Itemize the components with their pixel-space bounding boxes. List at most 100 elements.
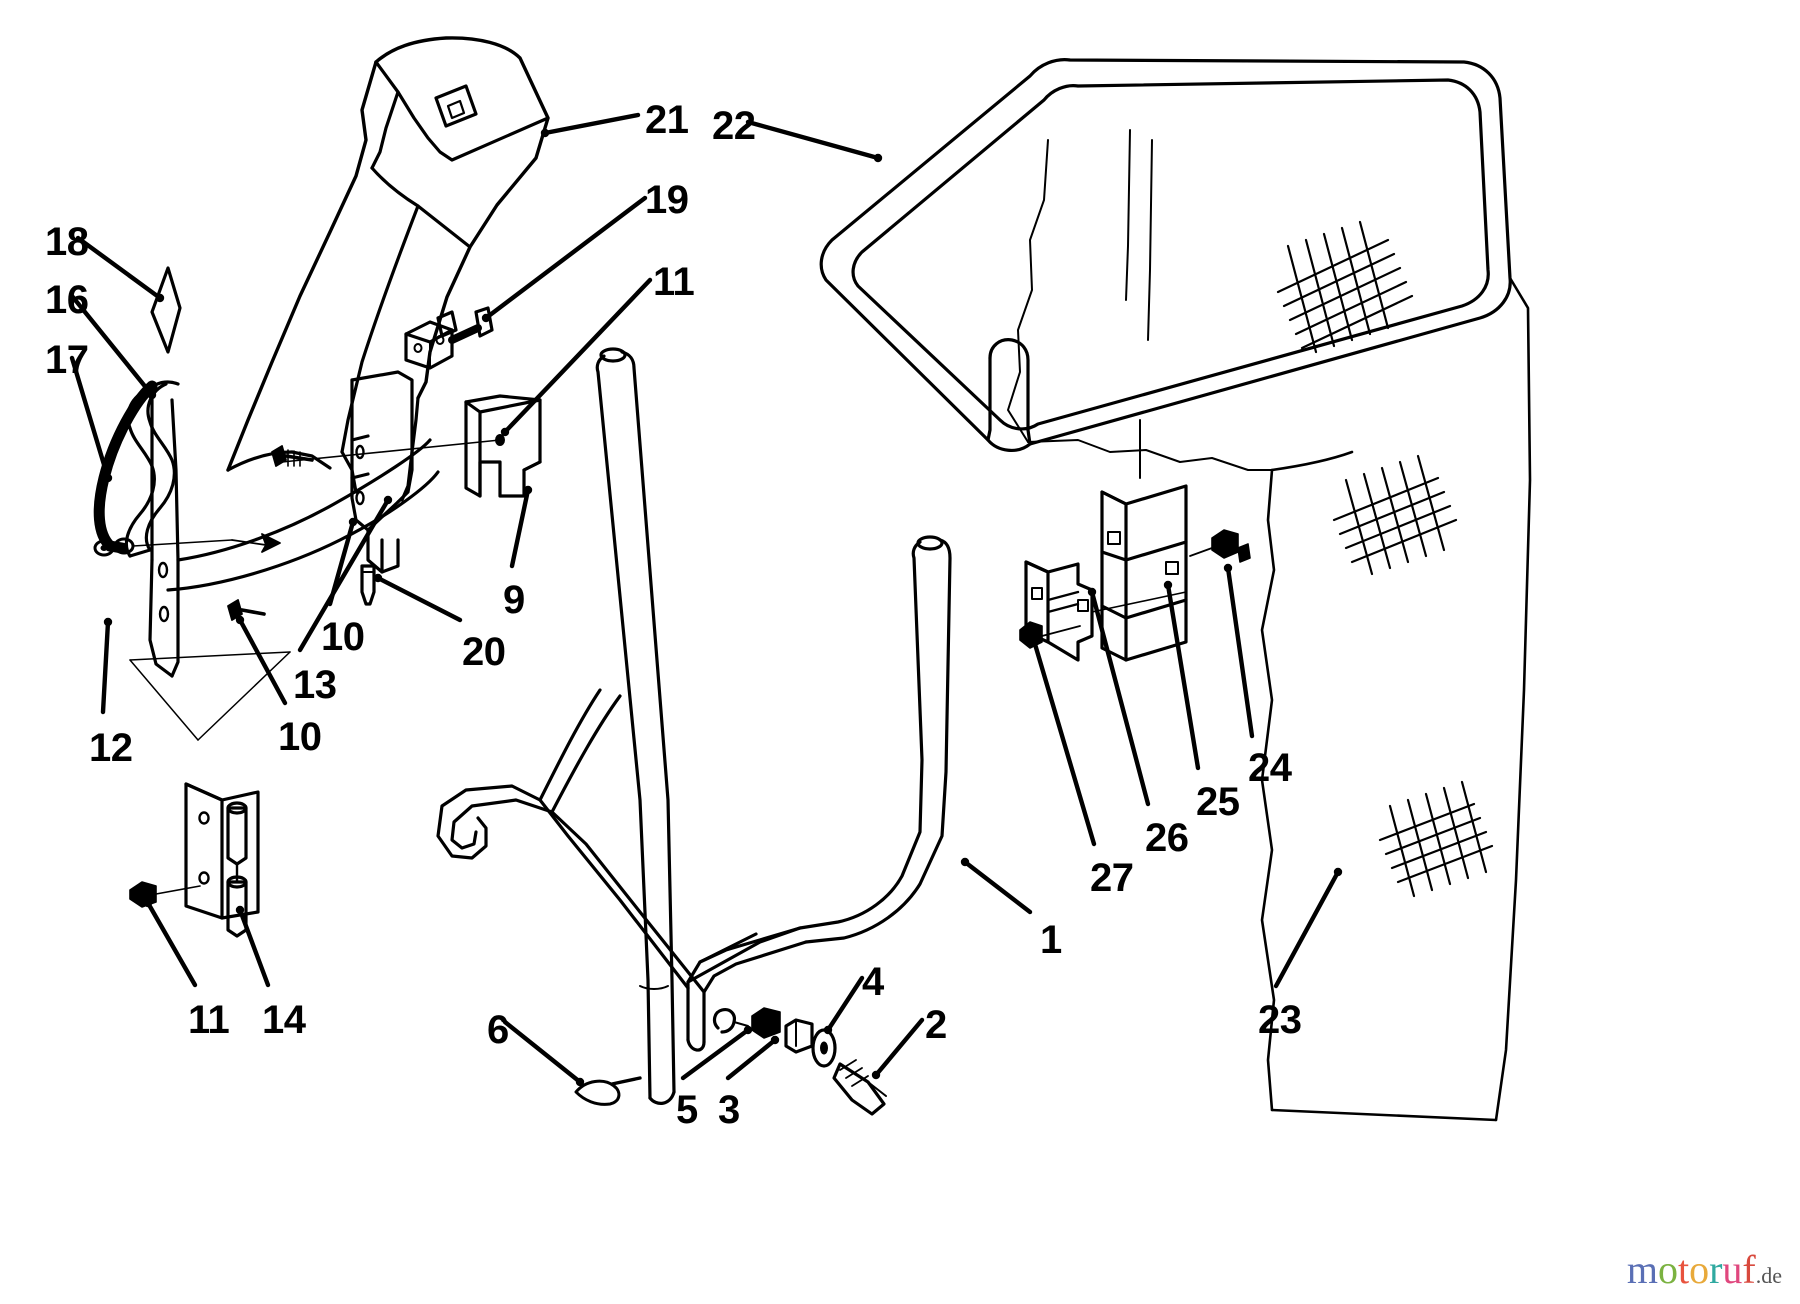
callout-11: 11 [653,260,695,304]
part-24-bolt [1189,529,1251,563]
leader-dot-17 [103,473,113,483]
leader-line-4 [825,975,865,1033]
leader-dot-10 [348,517,358,527]
leader-line-1 [962,859,1033,915]
leader-line-24 [1225,565,1255,739]
part-1-handle-frame [436,347,952,1105]
leader-dot-11b [143,898,153,908]
callout-16: 16 [45,278,89,322]
leader-dot-2 [871,1070,881,1080]
callout-18: 18 [45,220,89,264]
callout-1: 1 [1040,918,1062,962]
callout-24: 24 [1248,746,1292,790]
leader-dot-10b [235,615,245,625]
leader-dot-12 [103,617,113,627]
leader-line-22 [745,119,881,161]
leader-line-11 [502,277,653,435]
callout-20: 20 [462,630,506,674]
callout-6: 6 [487,1008,509,1052]
part-9-clip-bracket [281,394,542,498]
leader-dot-26 [1087,587,1097,597]
leader-line-17 [69,355,111,481]
leader-dot-1 [960,857,970,867]
leader-dot-3 [770,1035,780,1045]
leader-dot-25 [1163,580,1173,590]
part-21-chute [226,36,550,502]
leader-line-18 [75,235,163,301]
leader-line-25 [1165,582,1201,771]
leader-dot-27 [1027,629,1037,639]
leader-line-11b [145,900,198,988]
watermark-letter-f: f [1742,1247,1756,1292]
watermark-letter-o1: o [1657,1247,1678,1292]
leader-line-19 [483,195,648,321]
leader-dot-9 [523,485,533,495]
part-20-rivet [360,564,376,606]
callout-19: 19 [645,178,689,222]
leader-dot-18 [155,293,165,303]
part-10-screws [227,445,314,621]
callout-27: 27 [1090,856,1134,900]
leader-dot-5 [743,1025,753,1035]
leader-line-13 [297,497,391,653]
part-6-cotter-pin [574,1076,642,1106]
callout-10: 10 [321,615,365,659]
callout-17: 17 [45,338,89,382]
motoruf-watermark: motoruf.de [1627,1250,1782,1290]
leader-line-6 [502,1019,583,1085]
leader-line-26 [1089,589,1151,807]
callout-22: 22 [712,104,756,148]
leader-line-10b [237,617,288,706]
callout-23: 23 [1258,998,1302,1042]
leader-line-21 [542,112,641,136]
leader-line-3 [725,1037,778,1081]
leader-dot-4 [823,1025,833,1035]
watermark-suffix: .de [1755,1263,1782,1288]
leader-dot-19 [481,313,491,323]
watermark-letter-u: u [1722,1247,1743,1292]
callout-12: 12 [89,726,133,770]
callout-3: 3 [718,1088,740,1132]
callout-26: 26 [1145,816,1189,860]
leader-line-20 [375,575,463,623]
callout-5: 5 [676,1088,698,1132]
part-13-pin [231,533,281,553]
leader-dot-14 [235,905,245,915]
callout-21: 21 [645,98,689,142]
callout-4: 4 [862,960,884,1004]
part-14-hinge [129,782,260,938]
leader-line-16 [69,293,155,398]
callout-10b: 10 [278,715,322,759]
callout-9: 9 [503,578,525,622]
leader-dot-11 [500,427,510,437]
callout-13: 13 [293,663,337,707]
callout-2: 2 [925,1003,947,1047]
part-13-bracket [350,370,414,574]
leader-dot-21 [540,128,550,138]
leader-dot-20 [373,573,383,583]
leader-dot-23 [1333,867,1343,877]
bag-mesh-patches [1276,220,1494,898]
leader-dot-16 [147,390,157,400]
leader-line-2 [873,1017,925,1078]
leader-dot-13 [383,495,393,505]
leader-dot-6 [575,1077,585,1087]
leader-line-9 [509,487,531,569]
callout-11b: 11 [188,998,230,1042]
watermark-letter-o2: o [1689,1247,1710,1292]
leader-line-14 [237,907,271,988]
leader-line-23 [1273,869,1341,989]
part-19-latch [404,306,494,370]
leader-dot-24 [1223,563,1233,573]
leader-line-12 [100,619,111,715]
chute-skirt [166,438,440,592]
watermark-letter-t: t [1677,1247,1690,1292]
leader-dot-22 [873,153,883,163]
watermark-letter-m: m [1626,1247,1658,1292]
callout-25: 25 [1196,780,1240,824]
leader-line-5 [680,1027,751,1081]
watermark-letter-r: r [1709,1247,1723,1292]
part-23-bag [1007,129,1532,1122]
